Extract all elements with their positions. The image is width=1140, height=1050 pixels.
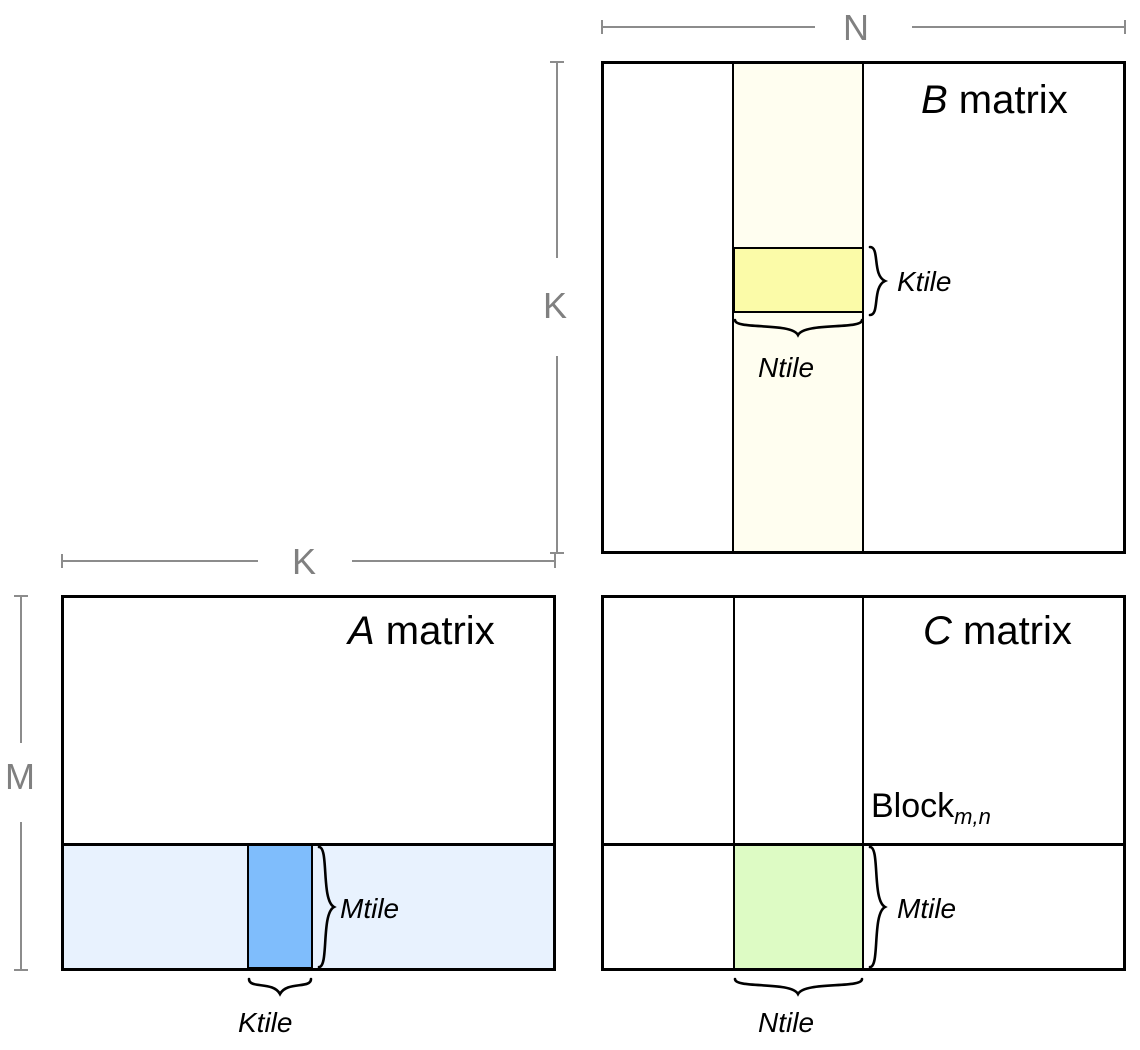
a-matrix-mtile-brace: [315, 845, 341, 969]
dimension-label-m: M: [5, 756, 35, 797]
dimension-label-k-vertical: K: [543, 285, 568, 326]
c-matrix-row-divider: [601, 843, 1126, 846]
a-matrix-ktile-tile: [247, 844, 313, 969]
c-matrix-block-subscript: m,n: [954, 804, 991, 829]
dimension-ruler-n: [601, 20, 1126, 34]
c-matrix-mtile-brace: [866, 845, 892, 969]
c-matrix-title-word: matrix: [951, 609, 1072, 653]
c-matrix-column-divider-left: [733, 598, 735, 968]
a-matrix-title-letter: A: [348, 609, 375, 653]
a-matrix-title-word: matrix: [374, 609, 495, 653]
b-matrix-title-word: matrix: [947, 78, 1068, 122]
c-matrix-ntile-label: Ntile: [758, 1007, 815, 1038]
dimension-label-k-horizontal: K: [292, 541, 317, 582]
c-matrix-title-letter: C: [923, 609, 952, 653]
a-matrix-mtile-label: Mtile: [340, 893, 400, 924]
b-matrix-ktile-tile: [733, 247, 864, 313]
dimension-ruler-k-horizontal: [61, 554, 556, 568]
b-matrix-ktile-brace: [866, 245, 892, 317]
c-matrix-mtile-label: Mtile: [897, 893, 957, 924]
c-matrix-block-name: Block: [871, 787, 955, 825]
dimension-ruler-k-vertical: [550, 61, 564, 554]
b-matrix-ntile-label: Ntile: [758, 352, 815, 383]
dimension-label-n: N: [843, 7, 869, 48]
c-matrix-block-label: Blockm,n: [871, 787, 991, 829]
a-matrix-ktile-label: Ktile: [238, 1007, 293, 1038]
b-matrix-ntile-brace: [733, 316, 864, 342]
c-matrix-column-divider-right: [862, 598, 864, 968]
a-matrix-ktile-brace: [247, 975, 313, 1001]
c-matrix-title: C matrix: [923, 609, 1072, 654]
dimension-ruler-m: [14, 595, 28, 971]
c-matrix-block-tile: [735, 846, 862, 968]
c-matrix-ntile-brace: [733, 975, 864, 1001]
b-matrix-title: B matrix: [921, 78, 1068, 123]
b-matrix-ktile-label: Ktile: [897, 266, 952, 297]
a-matrix-title: A matrix: [348, 609, 495, 654]
b-matrix-title-letter: B: [921, 78, 948, 122]
